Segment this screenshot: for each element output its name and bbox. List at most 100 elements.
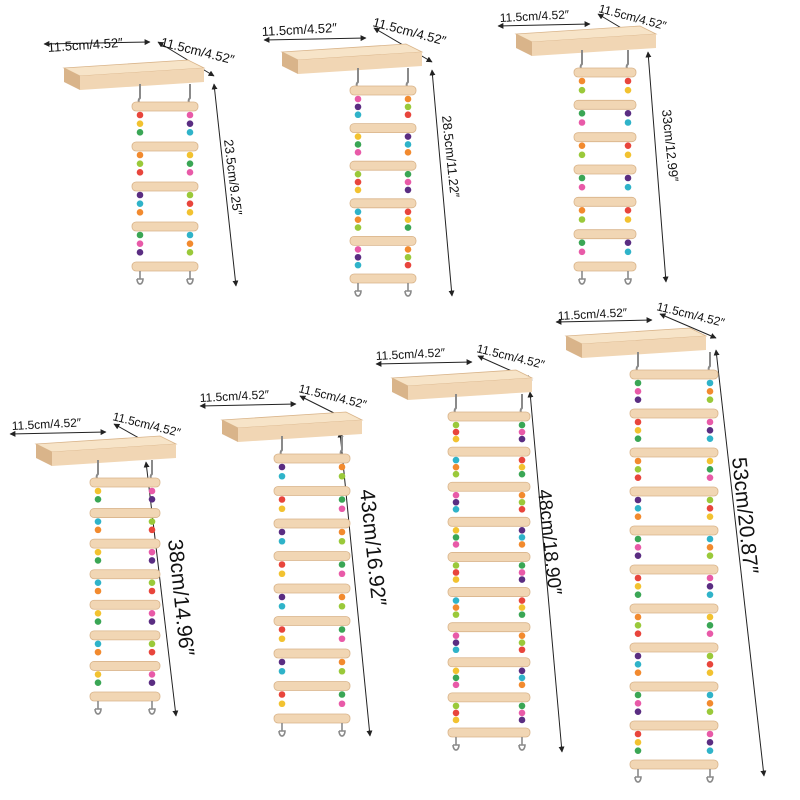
width-dimension-line [375,359,473,367]
ladder-rung [447,622,531,633]
bead [148,518,156,525]
ladder-rung [131,221,199,232]
bead [94,495,102,503]
bead [148,679,156,687]
bead [518,505,526,513]
top-hook-icon [137,84,141,105]
platform-side [282,52,298,74]
bead [148,618,156,625]
bead [518,716,526,724]
bead [706,708,714,715]
bead [338,602,346,610]
bead [354,149,362,156]
bead [404,246,412,253]
bead [634,496,642,504]
bead [518,569,526,576]
bead [186,240,194,247]
bead [404,103,412,111]
bead [136,209,144,216]
bead [452,681,460,689]
bead [634,708,642,715]
bead [634,427,642,434]
ladder-rung [89,630,161,641]
top-hook-icon [707,352,711,373]
ladder-rung [447,446,531,457]
width-dimension-line [555,317,653,325]
bead [148,487,156,495]
bead [706,513,714,520]
bead [338,528,346,536]
bead [94,487,102,495]
bottom-clip-icon [518,737,526,751]
bead [186,169,194,176]
bead [452,569,460,576]
bead [634,535,642,543]
bead [338,667,346,675]
ladder-rung [273,616,351,626]
width-label-0: 11.5cm/4.52″ [47,35,123,55]
bead [518,456,526,464]
depth-label-3: 11.5cm/4.52″ [111,409,182,440]
depth-label-5: 11.5cm/4.52″ [475,341,546,372]
bead [354,103,362,111]
ladder-rung [629,720,719,731]
bead [452,463,460,471]
bead [148,640,156,648]
ladder-rung [349,85,417,96]
ladder-rung [273,453,351,464]
ladder-rung [629,525,719,536]
ladder-rung [131,181,199,192]
bead [278,505,286,513]
bead [278,561,286,568]
bead [634,622,642,629]
bead [186,249,194,256]
bead [452,470,460,478]
height-dimension-line [645,51,669,283]
ladder-rung [273,551,351,561]
bead [452,428,460,436]
bead [452,527,460,534]
platform-front [80,68,204,90]
bead [706,630,714,637]
width-dimension-line [199,401,297,409]
bead [634,630,642,637]
ladder-rung [629,564,719,575]
platform-front [238,420,362,442]
ladder-rung [89,477,161,488]
bead [136,151,144,159]
bead [136,200,144,207]
bottom-clip-icon [624,271,632,285]
bead [338,658,346,666]
bead [706,574,714,582]
bead [578,183,586,191]
ladder-rung [447,587,531,597]
ladder-3 [9,423,179,717]
bead [706,622,714,629]
bead [278,472,286,480]
ladder-rung [447,411,531,422]
depth-dimension-line [157,41,215,77]
bead [634,747,642,754]
height-dimension-line [143,461,179,717]
bead [404,216,412,223]
bead [518,463,526,471]
bead [404,111,412,119]
bead [148,671,156,678]
bead [518,639,526,647]
bead [578,174,586,182]
bead [148,557,156,564]
bead [148,587,156,595]
height-label-5: 48cm/18.90″ [533,488,565,596]
bead [518,498,526,506]
ladder-0 [43,39,239,287]
bead [578,248,586,256]
bead [634,513,642,520]
bead [338,472,346,480]
platform-front [582,336,706,358]
bottom-clip-icon [186,271,194,285]
bead [338,635,346,643]
bead [278,602,286,610]
ladder-rung [89,599,161,610]
height-label-2: 33cm/12.99″ [659,109,682,183]
ladder-rung [89,508,161,518]
